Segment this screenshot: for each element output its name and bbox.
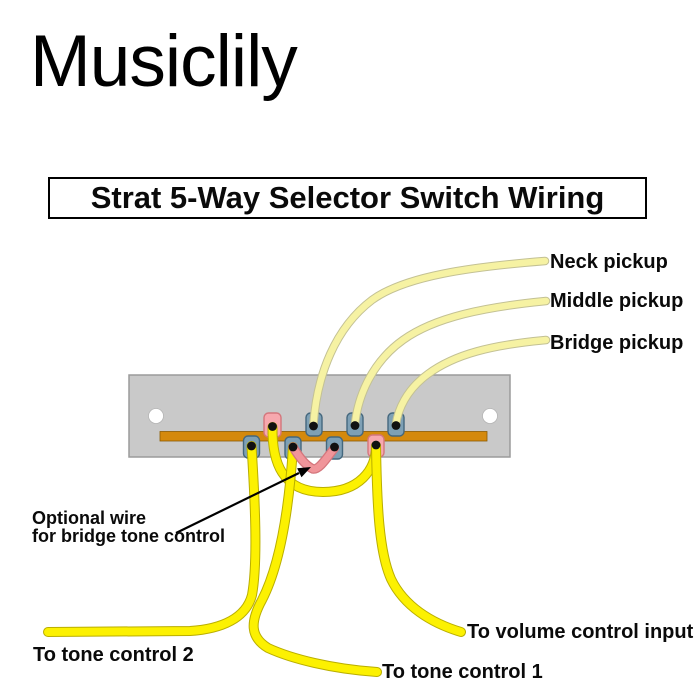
bridge-tone-terminal-solder-dot xyxy=(330,442,339,452)
mounting-hole-1 xyxy=(148,408,164,424)
optional-wire-note-line1: Optional wire xyxy=(32,508,147,528)
common-loop-wire xyxy=(268,423,380,497)
tone-control-2-label: To tone control 2 xyxy=(33,644,194,666)
optional-wire-note: Optional wire for bridge tone control xyxy=(32,509,225,545)
tone-control-1-label: To tone control 1 xyxy=(382,661,543,683)
common-terminal-top-solder-dot xyxy=(268,422,277,431)
middle-pickup-wire xyxy=(351,297,550,428)
neck-terminal-solder-dot xyxy=(309,421,318,431)
optional-bridge-tone-wire xyxy=(289,443,338,473)
tone1-wire xyxy=(249,443,381,676)
circuit-trace-bar xyxy=(159,431,488,442)
neck-pickup-label: Neck pickup xyxy=(550,251,668,273)
middle-terminal-solder-dot xyxy=(350,421,360,430)
diagram-title-box: Strat 5-Way Selector Switch Wiring xyxy=(48,177,647,219)
bridge-pickup-wire xyxy=(392,336,550,428)
tone2-terminal-solder-dot xyxy=(247,441,256,451)
volume-wire xyxy=(372,442,465,636)
optional-wire-arrow-head xyxy=(297,467,311,478)
middle-pickup-label: Middle pickup xyxy=(550,290,684,312)
neck-pickup-wire xyxy=(310,257,549,428)
optional-wire-arrow-line xyxy=(175,472,300,534)
bridge-terminal-solder-dot xyxy=(391,421,401,430)
tone1-terminal-solder-dot xyxy=(288,442,298,452)
common-terminal-bottom-solder-dot xyxy=(371,440,381,450)
volume-wire-outline xyxy=(371,441,466,637)
diagram-title: Strat 5-Way Selector Switch Wiring xyxy=(90,180,605,215)
mounting-hole-2 xyxy=(482,408,498,424)
tone2-wire xyxy=(44,442,260,636)
brand-logo: Musiclily xyxy=(30,21,298,102)
optional-wire-note-line2: for bridge tone control xyxy=(32,526,225,546)
bridge-pickup-label: Bridge pickup xyxy=(550,332,684,354)
volume-control-label: To volume control input xyxy=(467,621,694,643)
